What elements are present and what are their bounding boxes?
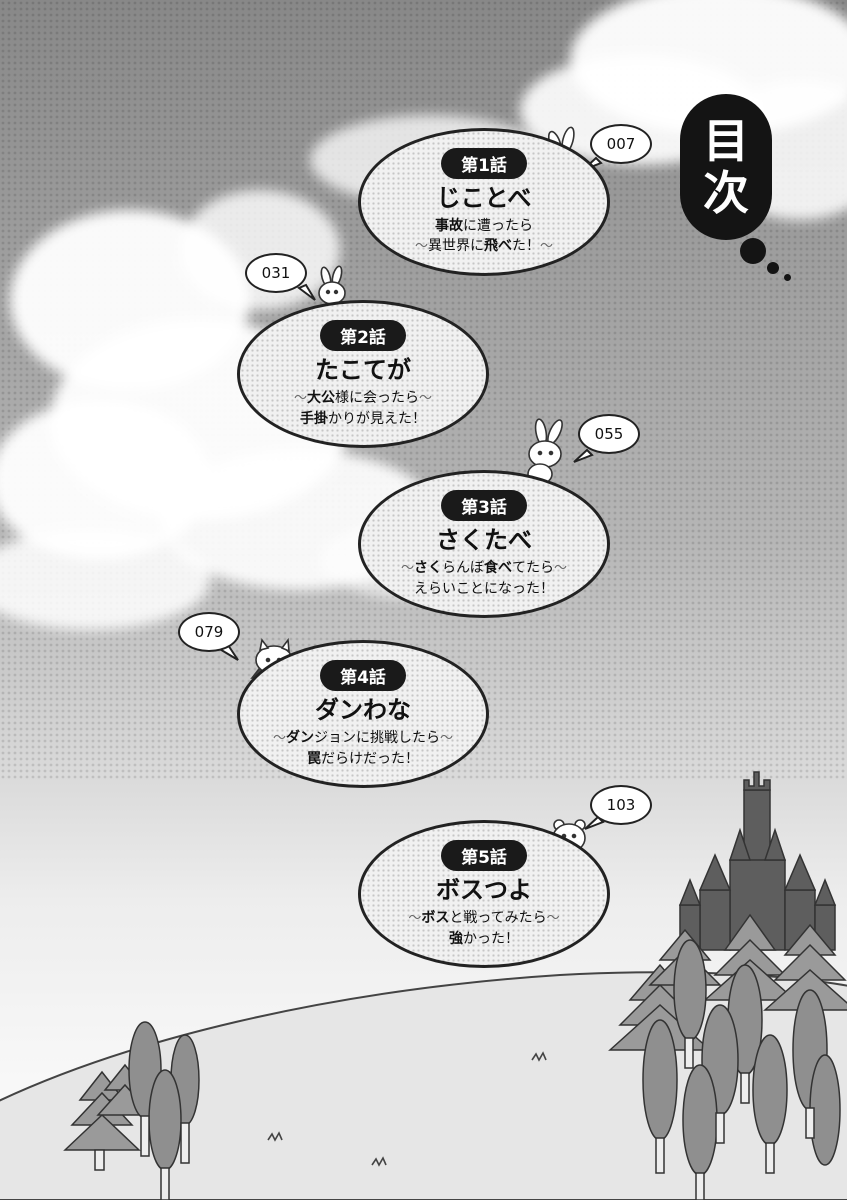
chapter-title: さくたべ xyxy=(436,525,532,554)
chapter-1[interactable]: 第1話 じことべ 事故に遭ったら 〜異世界に飛べた！〜 xyxy=(358,128,610,276)
page-number-bubble: 079 xyxy=(178,612,240,652)
rabbit-icon xyxy=(318,265,346,305)
chapter-number-badge: 第1話 xyxy=(441,147,527,179)
page-number-bubble: 103 xyxy=(590,785,652,825)
forest-left xyxy=(63,1021,200,1200)
chapter-subtitle-line-1: 〜さくらんぼ食べてたら〜 xyxy=(400,559,568,576)
rabbit-icon xyxy=(527,418,563,485)
chapter-subtitle-line-1: 〜大公様に会ったら〜 xyxy=(293,389,433,406)
chapter-number-badge: 第2話 xyxy=(320,319,406,351)
chapter-subtitle-line-2: 罠だらけだった！ xyxy=(307,750,419,767)
chapter-subtitle-line-2: えらいことになった！ xyxy=(414,580,554,597)
chapter-subtitle-line-2: 〜異世界に飛べた！〜 xyxy=(414,237,554,254)
forest-right xyxy=(608,913,847,1200)
chapter-subtitle-line-2: 強かった！ xyxy=(449,930,519,947)
chapter-subtitle-line-1: 〜ダンジョンに挑戦したら〜 xyxy=(272,729,454,746)
toc-title: 目 次 xyxy=(680,94,772,240)
title-dot xyxy=(740,238,766,264)
chapter-number-badge: 第3話 xyxy=(441,489,527,521)
chapter-3[interactable]: 第3話 さくたべ 〜さくらんぼ食べてたら〜 えらいことになった！ xyxy=(358,470,610,618)
chapter-title: じことべ xyxy=(436,183,532,212)
chapter-2[interactable]: 第2話 たこてが 〜大公様に会ったら〜 手掛かりが見えた！ xyxy=(237,300,489,448)
toc-title-char: 次 xyxy=(703,166,749,220)
toc-title-char: 目 xyxy=(703,114,749,168)
chapter-title: ボスつよ xyxy=(436,875,532,904)
chapter-subtitle-line-1: 〜ボスと戦ってみたら〜 xyxy=(408,909,560,926)
chapter-number-badge: 第5話 xyxy=(441,839,527,871)
chapter-title: ダンわな xyxy=(315,695,411,724)
grass-tufts xyxy=(267,1051,547,1167)
title-dot xyxy=(767,262,779,274)
chapter-number-badge: 第4話 xyxy=(320,659,406,691)
chapter-title: たこてが xyxy=(315,355,411,384)
chapter-subtitle-line-1: 事故に遭ったら xyxy=(435,217,533,234)
page-number-bubble: 007 xyxy=(590,124,652,164)
page-number-bubble: 055 xyxy=(578,414,640,454)
chapter-4[interactable]: 第4話 ダンわな 〜ダンジョンに挑戦したら〜 罠だらけだった！ xyxy=(237,640,489,788)
page-number-bubble: 031 xyxy=(245,253,307,293)
chapter-5[interactable]: 第5話 ボスつよ 〜ボスと戦ってみたら〜 強かった！ xyxy=(358,820,610,968)
chapter-subtitle-line-2: 手掛かりが見えた！ xyxy=(300,410,426,427)
title-dot xyxy=(784,274,791,281)
